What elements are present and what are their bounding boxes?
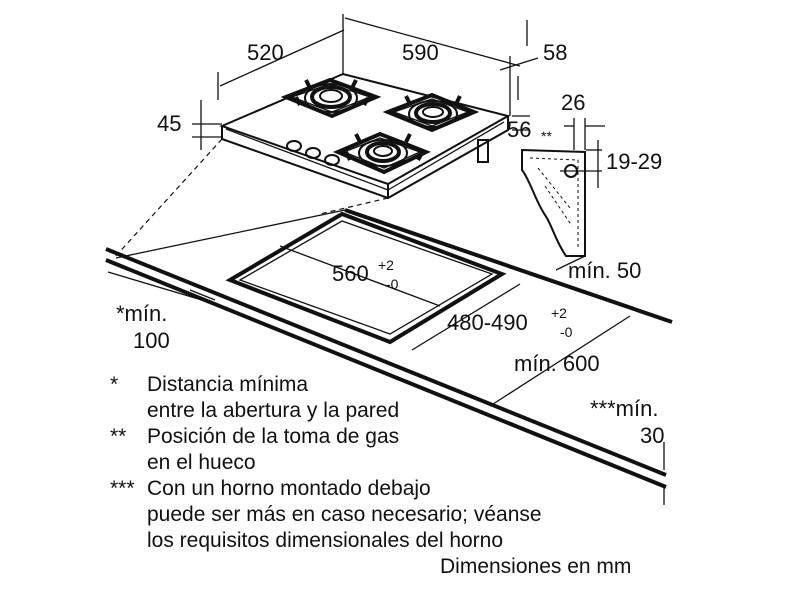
burner-back-right [382,92,480,133]
side-profile [521,118,605,271]
dim-480-490-tol-minus: -0 [560,324,573,340]
dim-58: 58 [543,40,567,65]
dim-19-29: 19-29 [606,149,662,174]
dim-480-490: 480-490 [447,310,528,335]
dim-590: 590 [402,40,439,65]
dim-560-tol-minus: -0 [386,276,399,292]
note-3-line3: los requisitos dimensionales del horno [147,529,503,552]
note-2-line2: en el hueco [147,451,256,474]
dim-560-tol-plus: +2 [378,257,394,273]
dim-56-mark: ** [541,128,552,144]
dim-560: 560 [332,261,369,286]
dim-45: 45 [157,111,181,136]
units-label: Dimensiones en mm [440,555,631,578]
dim-min-30-line2: 30 [640,423,664,448]
cutout [225,211,507,345]
dim-56: 56 [507,117,531,142]
dim-520: 520 [247,40,284,65]
control-knobs [286,140,340,166]
note-2-mark: ** [110,425,126,448]
cooktop-glass [219,72,511,186]
dim-26: 26 [561,90,585,115]
dim-min-600: mín. 600 [514,351,600,376]
cooktop [219,72,511,200]
dimension-lines [107,14,665,505]
note-1-line1: Distancia mínima [147,373,308,396]
dim-min-100-line2: 100 [133,328,170,353]
note-2-line1: Posición de la toma de gas [147,425,399,448]
note-3-line2: puede ser más en caso necesario; véanse [147,503,542,526]
dim-min-30-line1: ***mín. [590,396,658,421]
dim-min-50: mín. 50 [568,258,641,283]
dim-480-490-tol-plus: +2 [551,305,567,321]
note-3-mark: *** [110,477,135,500]
footnotes: * Distancia mínima entre la abertura y l… [110,373,631,578]
dim-min-100-line1: *mín. [116,301,167,326]
dimension-labels: 520 590 58 45 56 ** 26 19-29 mín. 50 560… [116,40,664,448]
worktop [105,138,673,489]
note-3-line1: Con un horno montado debajo [147,477,431,500]
burner-front [332,131,432,175]
note-1-mark: * [110,373,118,396]
cooktop-foot [477,139,489,163]
note-1-line2: entre la abertura y la pared [147,399,399,422]
burner-back-left [280,77,382,119]
